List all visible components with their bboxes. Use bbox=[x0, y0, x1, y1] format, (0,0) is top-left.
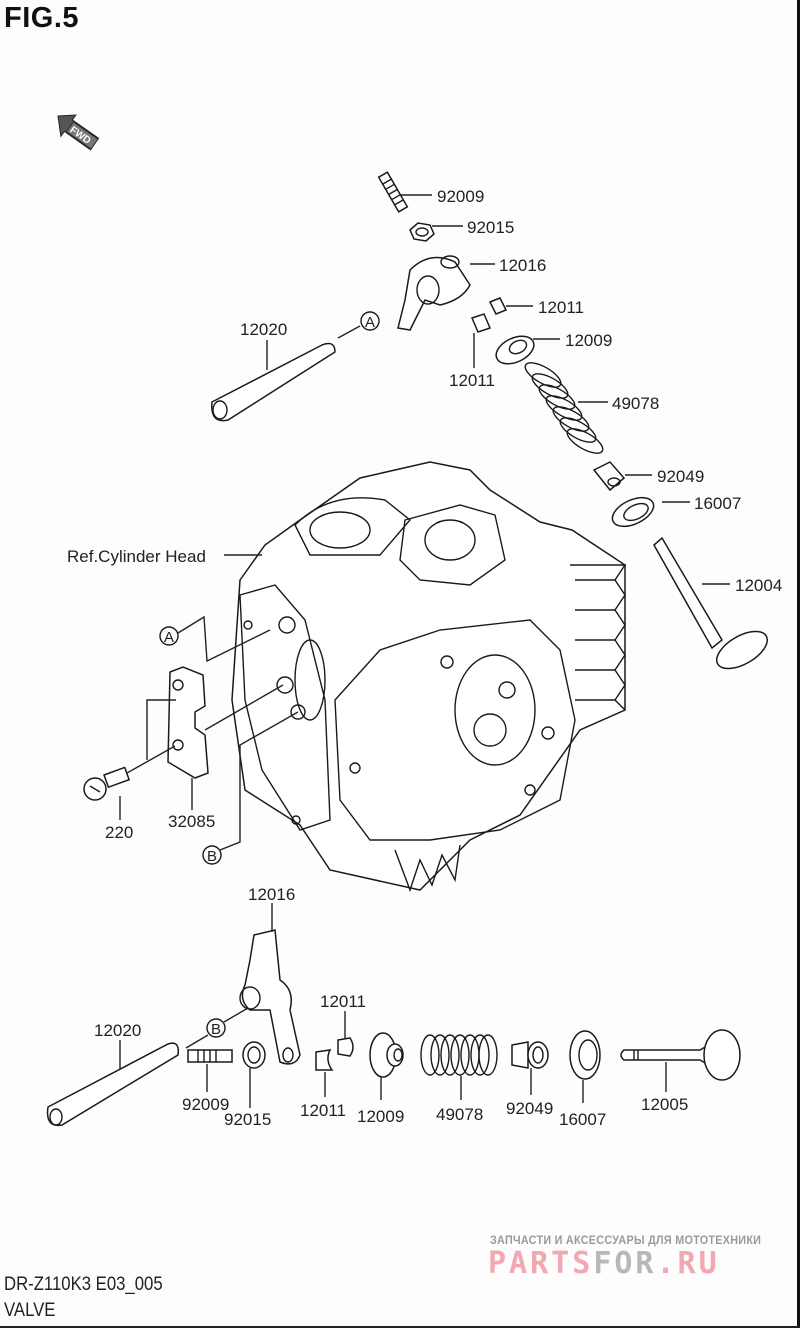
intake-valve[interactable] bbox=[653, 536, 773, 676]
valve-cotter-lower-b[interactable] bbox=[315, 1049, 334, 1071]
svg-text:A: A bbox=[365, 314, 375, 331]
frame-border-right bbox=[797, 0, 800, 1328]
cylinder-head-reference bbox=[231, 461, 627, 893]
callout-12004[interactable]: 12004 bbox=[735, 576, 782, 595]
callout-12011-lower-b[interactable]: 12011 bbox=[300, 1101, 346, 1120]
adjust-screw-upper[interactable] bbox=[377, 171, 409, 213]
callout-ref-cylinder-head[interactable]: Ref.Cylinder Head bbox=[67, 547, 206, 566]
watermark-logo: PARTSFOR.RU bbox=[488, 1246, 720, 1281]
spring-seat-lower[interactable] bbox=[569, 1030, 601, 1080]
watermark-tagline: ЗАПЧАСТИ И АКСЕССУАРЫ ДЛЯ МОТОТЕХНИКИ bbox=[490, 1233, 762, 1247]
spring-retainer-upper[interactable] bbox=[492, 331, 538, 370]
fwd-arrow-icon: FWD bbox=[57, 114, 100, 151]
model-code: DR-Z110K3 E03_005 bbox=[4, 1274, 163, 1295]
spring-retainer-lower[interactable] bbox=[369, 1032, 404, 1078]
callout-12011-upper-a[interactable]: 12011 bbox=[538, 298, 584, 317]
valve-spring-upper[interactable] bbox=[522, 358, 607, 458]
adjust-screw-lower[interactable] bbox=[187, 1049, 233, 1063]
callout-12009-lower[interactable]: 12009 bbox=[357, 1107, 404, 1126]
breather-plate[interactable] bbox=[167, 666, 209, 779]
watermark-brand-part3: .RU bbox=[656, 1246, 720, 1281]
callout-32085[interactable]: 32085 bbox=[168, 812, 215, 831]
callout-12011-upper-b[interactable]: 12011 bbox=[449, 371, 495, 390]
frame-border-bottom bbox=[0, 1326, 800, 1328]
callout-12011-lower-a[interactable]: 12011 bbox=[320, 992, 366, 1011]
valve-cotter-upper-b[interactable] bbox=[470, 313, 492, 333]
callout-92015-lower[interactable]: 92015 bbox=[224, 1110, 271, 1129]
callout-92009-upper[interactable]: 92009 bbox=[437, 187, 484, 206]
marker-a-head bbox=[159, 626, 179, 646]
callout-92049-lower[interactable]: 92049 bbox=[506, 1099, 553, 1118]
callout-12016-upper[interactable]: 12016 bbox=[499, 256, 546, 275]
figure-title: FIG.5 bbox=[4, 2, 80, 34]
rocker-shaft-upper[interactable] bbox=[211, 342, 336, 422]
lock-nut-upper[interactable] bbox=[409, 222, 435, 242]
plate-bolt[interactable] bbox=[83, 766, 131, 801]
callout-49078-upper[interactable]: 49078 bbox=[612, 394, 659, 413]
watermark-brand-part2: FOR bbox=[593, 1246, 657, 1281]
callout-92049-upper[interactable]: 92049 bbox=[657, 467, 704, 486]
svg-text:A: A bbox=[164, 629, 174, 646]
valve-cotter-lower-a[interactable] bbox=[337, 1037, 354, 1057]
marker-b-head bbox=[202, 845, 222, 865]
svg-text:B: B bbox=[211, 1021, 221, 1038]
rocker-arm-lower[interactable] bbox=[239, 929, 301, 1065]
watermark-brand-part1: PARTS bbox=[488, 1246, 594, 1281]
callout-12020-upper[interactable]: 12020 bbox=[240, 320, 287, 339]
marker-a-upper bbox=[360, 311, 380, 331]
callout-12020-lower[interactable]: 12020 bbox=[94, 1021, 141, 1040]
exhaust-valve[interactable] bbox=[620, 1029, 741, 1081]
rocker-arm-upper[interactable] bbox=[397, 255, 471, 331]
rocker-shaft-lower[interactable] bbox=[46, 1042, 180, 1127]
section-name: VALVE bbox=[4, 1300, 56, 1321]
callout-16007-lower[interactable]: 16007 bbox=[559, 1110, 606, 1129]
marker-b-lower bbox=[206, 1018, 226, 1038]
callout-16007-upper[interactable]: 16007 bbox=[694, 494, 741, 513]
valve-cotter-upper-a[interactable] bbox=[488, 297, 508, 315]
spring-seat-upper[interactable] bbox=[608, 492, 658, 532]
callout-220[interactable]: 220 bbox=[105, 823, 133, 842]
svg-text:B: B bbox=[207, 848, 217, 865]
stem-seal-upper[interactable] bbox=[592, 461, 626, 492]
callout-12016-lower[interactable]: 12016 bbox=[248, 885, 295, 904]
stem-seal-lower[interactable] bbox=[511, 1041, 549, 1069]
callout-49078-lower[interactable]: 49078 bbox=[436, 1105, 483, 1124]
lock-nut-lower[interactable] bbox=[242, 1041, 266, 1069]
callout-92015-upper[interactable]: 92015 bbox=[467, 218, 514, 237]
callout-12009-upper[interactable]: 12009 bbox=[565, 331, 612, 350]
callout-92009-lower[interactable]: 92009 bbox=[182, 1095, 229, 1114]
valve-spring-lower[interactable] bbox=[420, 1034, 498, 1076]
callout-12005[interactable]: 12005 bbox=[641, 1095, 688, 1114]
